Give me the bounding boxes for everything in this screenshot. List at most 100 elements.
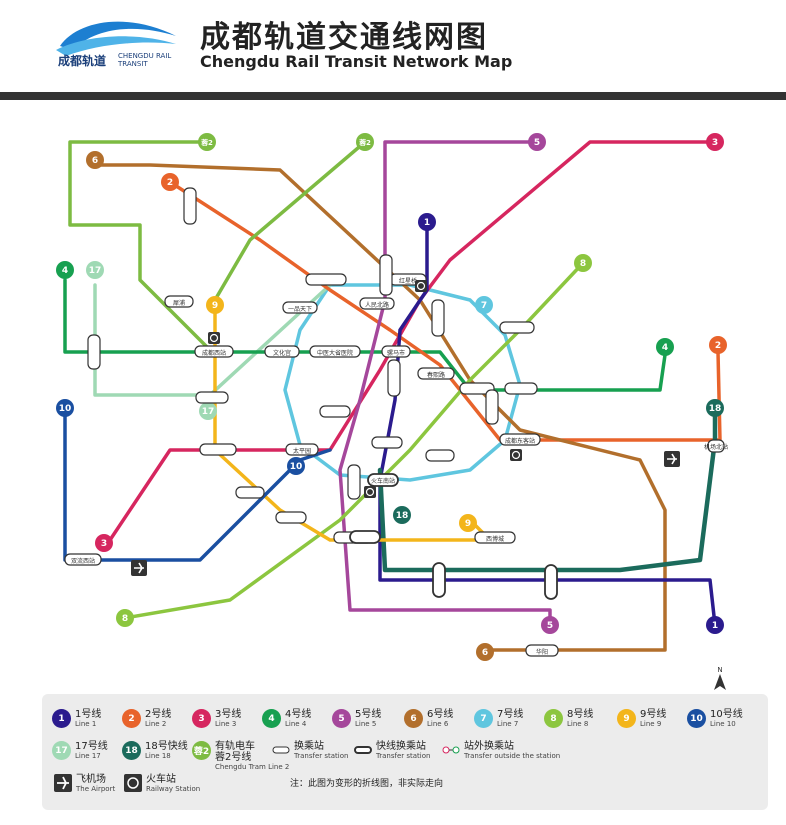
svg-text:2: 2 (167, 178, 173, 188)
station-label: 机场北站 (704, 443, 728, 451)
transfer-station (183, 187, 197, 225)
line-6-badge-south[interactable]: 6 (476, 643, 494, 661)
line-8-badge-south[interactable]: 8 (116, 609, 134, 627)
tram-2-badge-west[interactable]: 蓉2 (198, 133, 216, 151)
svg-text:5: 5 (534, 138, 540, 148)
legend-label: 17号线 (75, 741, 108, 752)
line-1-badge-south[interactable]: 1 (706, 616, 724, 634)
line-5-badge-south[interactable]: 5 (541, 616, 559, 634)
line-2 (168, 180, 722, 442)
line-badge-icon: 2 (122, 709, 141, 728)
line-8-badge-north[interactable]: 8 (574, 254, 592, 272)
svg-text:4: 4 (62, 266, 68, 276)
line-17-badge-south[interactable]: 17 (199, 402, 217, 420)
station-label: 犀浦 (173, 299, 185, 307)
tram-line-2 (68, 140, 367, 352)
airport-icon (131, 560, 147, 576)
svg-text:6: 6 (482, 648, 488, 658)
transfer-station (431, 299, 445, 337)
legend-label-en: Line 17 (75, 752, 101, 760)
transfer-station (371, 436, 403, 449)
legend-label: 10号线 (710, 709, 743, 720)
line-4-badge-west[interactable]: 4 (56, 261, 74, 279)
svg-text:8: 8 (580, 259, 586, 269)
transfer-station (275, 511, 307, 524)
line-4-badge-east[interactable]: 4 (656, 338, 674, 356)
station-label: 华阳 (536, 648, 548, 656)
transfer-station (359, 297, 395, 310)
line-badge-icon: 7 (474, 709, 493, 728)
transfer-station (235, 486, 265, 499)
line-18-badge-mid[interactable]: 18 (393, 506, 411, 524)
transfer-station (282, 301, 318, 314)
station-label: 文化宫 (273, 349, 291, 357)
svg-text:6: 6 (92, 156, 98, 166)
legend-label-en: Line 18 (145, 752, 171, 760)
line-2-badge-east[interactable]: 2 (709, 336, 727, 354)
svg-text:1: 1 (712, 621, 718, 631)
transfer-station (525, 644, 559, 657)
transfer-station (707, 439, 725, 453)
legend-label: 站外换乘站 (464, 741, 514, 752)
line-9-badge-north[interactable]: 9 (206, 296, 224, 314)
line-badge-icon: 8 (544, 709, 563, 728)
station-label: 中医大省医院 (317, 349, 353, 357)
station-label: 红星桥 (399, 277, 417, 285)
svg-text:10: 10 (59, 404, 72, 414)
svg-text:蓉2: 蓉2 (359, 138, 371, 147)
line-9-badge-south[interactable]: 9 (459, 514, 477, 532)
transfer-station (425, 449, 455, 462)
legend-label-en: The Airport (76, 785, 116, 793)
legend-label-en: Line 7 (497, 720, 519, 728)
svg-text:N: N (717, 666, 722, 674)
line-1-badge-north[interactable]: 1 (418, 213, 436, 231)
legend-label-en: Transfer station (376, 752, 431, 760)
line-6-badge-north[interactable]: 6 (86, 151, 104, 169)
legend-label: 快线换乘站 (376, 741, 426, 752)
transfer-station (347, 464, 361, 500)
express-transfer-station (544, 564, 558, 600)
line-10-badge-west[interactable]: 10 (56, 399, 74, 417)
line-3-badge-south[interactable]: 3 (95, 534, 113, 552)
legend-label-en: Line 4 (285, 720, 307, 728)
line-17-badge-north[interactable]: 17 (86, 261, 104, 279)
line-2-badge-west[interactable]: 2 (161, 173, 179, 191)
line-3-badge-north[interactable]: 3 (706, 133, 724, 151)
svg-text:9: 9 (212, 301, 218, 311)
header-rule (0, 92, 786, 100)
transfer-station (194, 345, 234, 358)
line-badge-icon: 蓉2 (192, 741, 211, 760)
line-10-badge-east[interactable]: 10 (287, 457, 305, 475)
line-badge-icon: 10 (687, 709, 706, 728)
transfer-station (381, 345, 411, 358)
map-header: 成都轨道 CHENGDU RAIL TRANSIT 成都轨道交通线网图 Chen… (0, 0, 786, 92)
line-5-badge-north[interactable]: 5 (528, 133, 546, 151)
legend-label-en: Line 10 (710, 720, 736, 728)
legend-label: 3号线 (215, 709, 242, 720)
legend-label: 8号线 (567, 709, 594, 720)
legend-label-en: Line 2 (145, 720, 167, 728)
tram-2-badge-east[interactable]: 蓉2 (356, 133, 374, 151)
svg-text:18: 18 (709, 404, 722, 414)
network-map[interactable]: 1 1 2 2 3 3 4 4 5 5 6 6 7 8 8 9 9 10 10 … (0, 100, 786, 694)
svg-text:4: 4 (662, 343, 668, 353)
line-7-badge[interactable]: 7 (475, 296, 493, 314)
svg-text:3: 3 (101, 539, 107, 549)
station-label: 太平园 (293, 447, 311, 455)
line-18-badge-north[interactable]: 18 (706, 399, 724, 417)
transfer-station (417, 367, 455, 380)
transfer-station (264, 345, 300, 358)
line-7-ring (283, 283, 522, 482)
legend-airport-icon (54, 774, 72, 792)
line-badge-icon: 4 (262, 709, 281, 728)
